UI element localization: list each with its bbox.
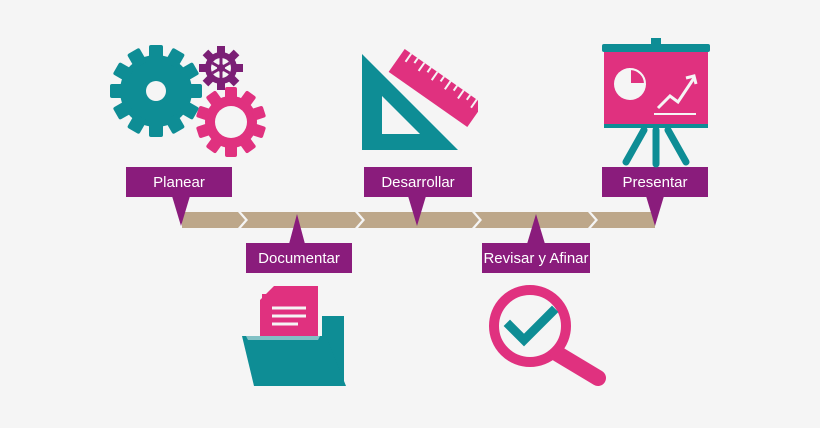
pointer-desarrollar — [408, 196, 426, 226]
pointer-presentar — [646, 196, 664, 226]
gears-icon — [110, 45, 266, 157]
pointer-planear — [172, 196, 190, 226]
timeline-segment-5 — [591, 212, 655, 228]
step-label-planear: Planear — [126, 167, 232, 197]
timeline-segment-1 — [182, 212, 245, 228]
folder-document-icon — [242, 286, 346, 386]
step-label-revisar-y-afinar: Revisar y Afinar — [482, 243, 590, 273]
timeline-segment-2 — [241, 212, 362, 228]
magnifier-check-icon — [489, 285, 606, 386]
step-label-documentar: Documentar — [246, 243, 352, 273]
step-label-desarrollar: Desarrollar — [364, 167, 472, 197]
step-label-presentar: Presentar — [602, 167, 708, 197]
presentation-board-icon — [602, 38, 710, 168]
pointer-documentar — [289, 214, 305, 244]
ruler-triangle-icon — [362, 49, 478, 150]
pointer-revisar — [527, 214, 545, 244]
